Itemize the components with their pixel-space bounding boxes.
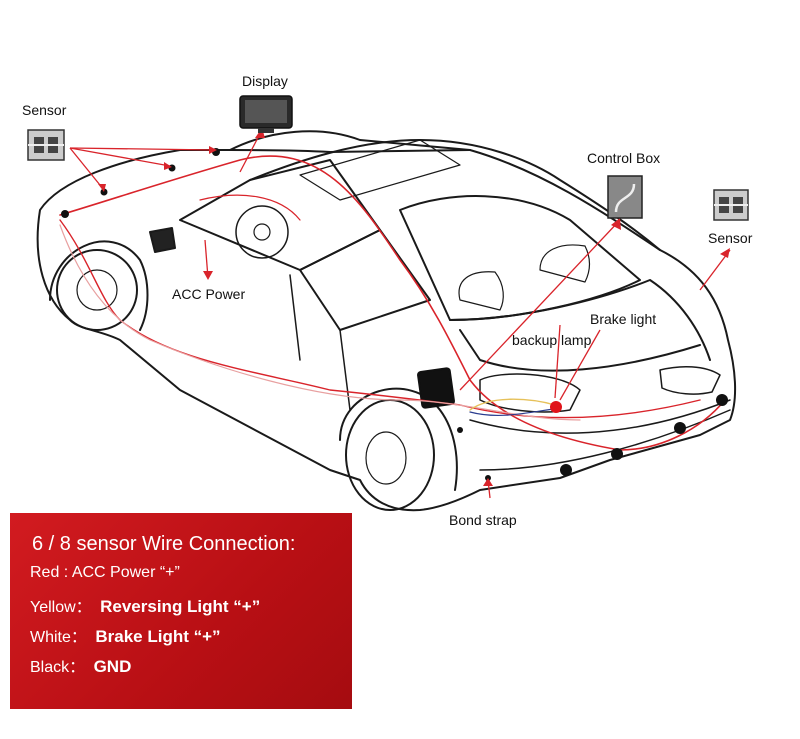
legend-value-white: Brake Light “+” <box>95 627 221 646</box>
label-backup-lamp: backup lamp <box>512 332 592 348</box>
legend-value-yellow: Reversing Light “+” <box>100 597 261 616</box>
legend-value-red: ACC Power “+” <box>71 564 180 581</box>
sensor-dots <box>61 148 728 481</box>
legend-value-black: GND <box>93 657 132 676</box>
legend-title: 6 / 8 sensor Wire Connection: <box>32 533 296 555</box>
sensor-module-right-icon <box>713 189 749 221</box>
label-brake-light: Brake light <box>590 311 657 327</box>
brake-light-dot <box>550 401 562 413</box>
label-bond-strap: Bond strap <box>449 512 517 528</box>
legend-key-yellow: Yellow： <box>30 599 97 616</box>
label-sensor-left: Sensor <box>22 102 67 118</box>
control-box-icon <box>607 175 643 219</box>
sensor-module-left-icon <box>27 129 65 161</box>
display-monitor-icon <box>239 95 293 133</box>
legend-key-red: Red : <box>30 564 72 581</box>
legend-row-red: Red : ACC Power “+” <box>30 564 180 582</box>
label-sensor-right: Sensor <box>708 230 753 246</box>
legend-row-yellow: Yellow： Reversing Light “+” <box>30 593 260 617</box>
label-control-box: Control Box <box>587 150 661 166</box>
car-outline <box>36 130 737 512</box>
label-acc-power: ACC Power <box>172 286 246 302</box>
legend-key-black: Black： <box>30 659 90 676</box>
wire-connection-legend: 6 / 8 sensor Wire Connection: Red : ACC … <box>10 513 352 709</box>
legend-row-white: White： Brake Light “+” <box>30 623 221 647</box>
arrowheads <box>98 128 730 486</box>
label-display: Display <box>242 73 288 89</box>
legend-row-black: Black： GND <box>30 653 131 677</box>
legend-key-white: White： <box>30 629 92 646</box>
